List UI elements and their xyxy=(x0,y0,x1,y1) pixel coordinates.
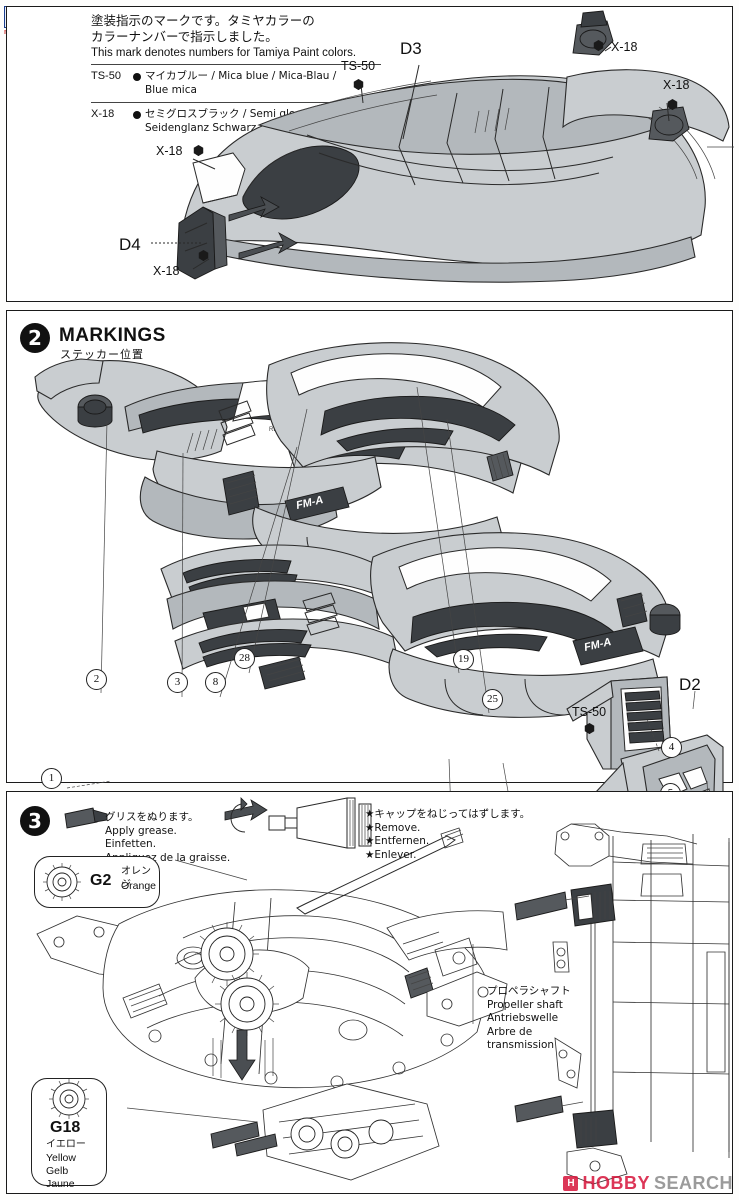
legend-divider-2 xyxy=(91,102,381,103)
shaft-note-de: Antriebswelle xyxy=(487,1012,559,1024)
panel-step-2: 2 MARKINGS ステッカー位置 RION xyxy=(6,310,733,1088)
small-gear-cluster-bottom xyxy=(290,1117,394,1159)
cap-note-fr: ★Enlever. xyxy=(365,848,417,861)
gear-g2-jp: オレンジ xyxy=(121,866,151,890)
gear-crown-upper xyxy=(195,922,259,986)
cap-note-en: ★Remove. xyxy=(365,821,421,834)
part-number-4: 4 xyxy=(661,737,682,758)
gear-block-rear xyxy=(572,1109,618,1149)
gear-card-g18: G18 イエロー Yellow Gelb Jaune xyxy=(31,1078,107,1190)
grease-arrow-2 xyxy=(234,1133,278,1157)
gear-g18-de: Gelb xyxy=(46,1165,69,1177)
paint-mark-icon xyxy=(353,79,364,90)
step-2-badge: 2 xyxy=(20,323,50,353)
cap-note-de: ★Entfernen. xyxy=(365,835,430,847)
roller-upper-left xyxy=(77,394,113,428)
decal-fm-a-1: FM-A xyxy=(284,486,350,522)
cap-note-jp: ★キャップをねじってはずします。 xyxy=(365,808,531,820)
part-number-2: 2 xyxy=(86,669,107,690)
label-x18-a: X-18 xyxy=(611,40,638,54)
label-x18-c: X-18 xyxy=(156,144,183,158)
decal-fm-a-2: FM-A xyxy=(572,626,644,666)
part-number-19: 19 xyxy=(453,649,474,670)
legend-code-x18: X-18 xyxy=(91,108,115,120)
paint-mark-icon xyxy=(584,723,595,734)
paint-mark-icon xyxy=(193,145,204,156)
gear-g2-code: G2 xyxy=(90,872,112,889)
label-ts50-d2: TS-50 xyxy=(572,705,607,719)
paint-legend: 塗装指示のマークです。タミヤカラーの カラーナンバーで指示しました。 This … xyxy=(91,13,381,137)
label-x18-b: X-18 xyxy=(663,78,690,92)
part-d2-wing xyxy=(566,676,672,770)
label-d3: D3 xyxy=(400,39,422,58)
gear-g18-icon xyxy=(49,1079,89,1119)
label-x18-d: X-18 xyxy=(153,264,180,278)
hobby-search-text-a: HOBBY xyxy=(582,1173,650,1193)
gear-g18-fr: Jaune xyxy=(46,1178,75,1190)
gear-block-front xyxy=(570,883,616,927)
gear-crown-lower xyxy=(215,972,279,1036)
shaft-note-fr-1: Arbre de xyxy=(487,1025,533,1038)
hobby-search-text-b: SEARCH xyxy=(653,1173,733,1193)
shaft-note-en: Propeller shaft xyxy=(487,998,563,1011)
grease-note-jp: グリスをぬります。 xyxy=(105,811,199,823)
grease-note-en: Apply grease. xyxy=(105,824,177,837)
grease-arrow-1 xyxy=(210,1121,260,1149)
step3-drivetrain-diagram xyxy=(36,797,730,1185)
grease-arrow-4 xyxy=(514,1095,564,1123)
grease-arrow-3 xyxy=(514,891,568,921)
panel-step-3: 3 xyxy=(6,791,733,1194)
part-number-1: 1 xyxy=(41,768,62,789)
bottle-nozzle-right-mid xyxy=(648,106,690,142)
shaft-note-jp: プロペラシャフト xyxy=(487,985,571,997)
chassis-exploded-view xyxy=(36,827,508,1181)
legend-ts50-line-1: マイカブルー / Mica blue / Mica-Blau / xyxy=(145,70,337,82)
paint-mark-icon xyxy=(593,40,604,51)
hobby-search-mark-icon: H xyxy=(563,1176,579,1191)
part-number-25: 25 xyxy=(482,689,503,710)
paint-dot-icon xyxy=(133,111,141,119)
part-number-28: 28 xyxy=(234,648,255,669)
roller-lower-right xyxy=(649,603,681,636)
cap-note: ★キャップをねじってはずします。 ★Remove. ★Entfernen. ★E… xyxy=(365,808,530,862)
paint-mark-icon xyxy=(667,99,678,110)
chassis-top-view xyxy=(552,823,730,1185)
paint-dot-icon xyxy=(133,73,141,81)
label-d2: D2 xyxy=(679,675,701,694)
legend-jp-line-1: 塗装指示のマークです。タミヤカラーの xyxy=(91,13,315,28)
step-3-badge: 3 xyxy=(20,806,50,836)
legend-en-line: This mark denotes numbers for Tamiya Pai… xyxy=(91,47,357,59)
step1-body-shell-diagram xyxy=(151,10,734,283)
gear-g18-code: G18 xyxy=(50,1119,81,1136)
part-number-3: 3 xyxy=(167,672,188,693)
legend-jp-line-2: カラーナンバーで指示しました。 xyxy=(91,29,278,44)
gear-g18-jp: イエロー xyxy=(46,1139,86,1150)
legend-divider-1 xyxy=(91,64,381,65)
cap-remove-icon xyxy=(230,797,248,833)
propeller-shaft xyxy=(296,827,464,915)
propeller-shaft-note: プロペラシャフト Propeller shaft Antriebswelle A… xyxy=(487,985,571,1053)
shaft-note-fr-2: transmission xyxy=(487,1039,555,1051)
grease-tube-icon xyxy=(224,797,356,849)
label-d4: D4 xyxy=(119,235,141,254)
bottle-nozzle-right-top xyxy=(572,10,614,56)
legend-row-ts50: TS-50 マイカブルー / Mica blue / Mica-Blau / B… xyxy=(91,68,381,99)
paint-mark-icon xyxy=(198,250,209,261)
gear-g2-icon xyxy=(43,863,81,901)
label-ts50-step1: TS-50 xyxy=(341,59,376,73)
step2-markings-diagram: RION FM-A xyxy=(34,342,724,1082)
step-2-subtitle: ステッカー位置 xyxy=(60,348,144,361)
hobby-search-watermark: H HOBBY SEARCH xyxy=(563,1173,733,1194)
panel-step-1: 塗装指示のマークです。タミヤカラーの カラーナンバーで指示しました。 This … xyxy=(6,6,734,302)
step-2-title: MARKINGS xyxy=(59,325,166,346)
gear-g18-en: Yellow xyxy=(46,1152,76,1164)
gear-card-g2: G2 オレンジ Orange xyxy=(34,856,160,908)
gear-g2-en: Orange xyxy=(121,880,157,892)
grease-note-de: Einfetten. xyxy=(105,838,157,850)
part-number-8: 8 xyxy=(205,672,226,693)
grease-nozzle-icon xyxy=(64,807,108,829)
legend-code-ts50: TS-50 xyxy=(91,70,121,82)
legend-ts50-line-2: Blue mica xyxy=(145,83,197,96)
